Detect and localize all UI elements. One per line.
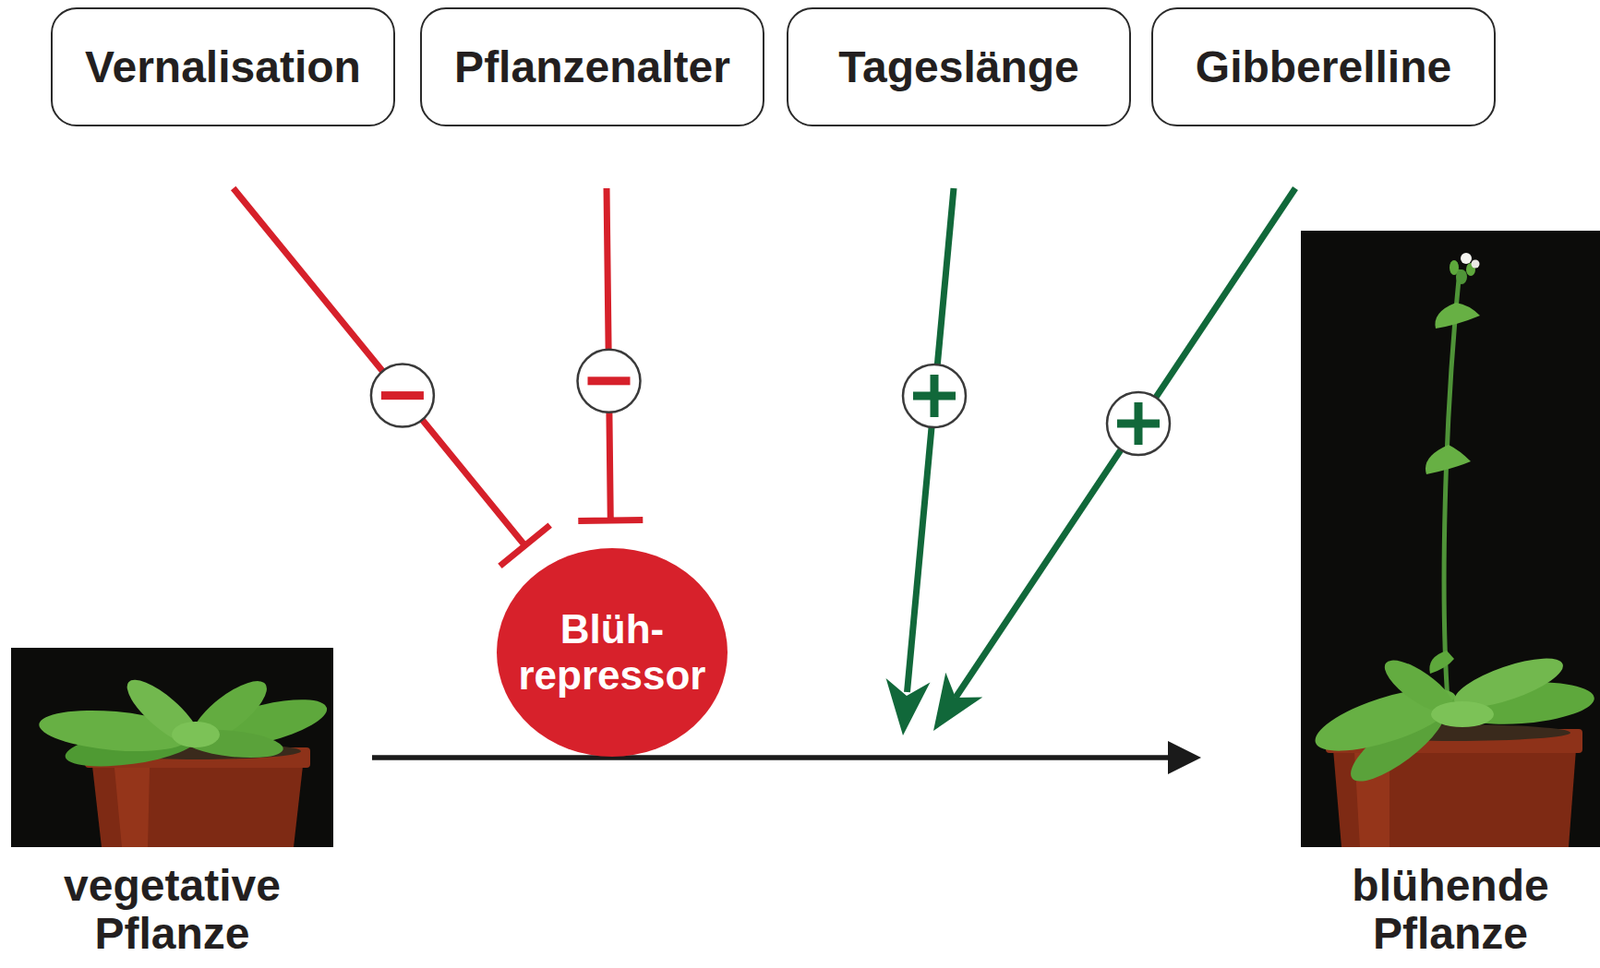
stem-leaf xyxy=(1425,445,1471,475)
promoter-line xyxy=(955,188,1296,698)
minus-bar xyxy=(381,391,424,400)
factor-box: Vernalisation xyxy=(50,7,396,127)
photo-background xyxy=(11,648,334,848)
promoter-arrow xyxy=(933,188,1296,732)
connector-group xyxy=(233,188,551,566)
inhibition-connector xyxy=(577,188,643,521)
leaf xyxy=(1431,701,1494,728)
symbol-circle xyxy=(371,364,434,428)
photo-background xyxy=(1300,230,1600,848)
factor-box: Tageslänge xyxy=(786,7,1131,127)
flower xyxy=(1460,252,1472,265)
minus-symbol xyxy=(577,349,641,413)
flower-stem xyxy=(1443,269,1460,713)
symbol-circle xyxy=(902,364,966,428)
node-label: blühende Pflanze xyxy=(1311,862,1589,959)
connector-group xyxy=(372,757,1183,759)
plant-photo-frame: vegetative Pflanze xyxy=(11,648,334,848)
pot-highlight xyxy=(114,768,150,848)
minus-symbol xyxy=(371,364,434,428)
minus-bar xyxy=(588,376,631,385)
factor-box: Pflanzenalter xyxy=(420,7,765,127)
inhibition-connector xyxy=(233,188,551,566)
flower xyxy=(1471,260,1480,269)
symbol-circle xyxy=(1106,392,1170,456)
stem-leaf xyxy=(1429,650,1455,674)
promoter-head xyxy=(886,678,931,736)
flower-bud xyxy=(1455,269,1468,285)
flowering-plant-photo xyxy=(1300,230,1600,848)
node-label: Tageslänge xyxy=(838,41,1080,93)
promoter-arrow xyxy=(886,188,954,736)
pot-body xyxy=(92,766,303,848)
node-label: vegetative Pflanze xyxy=(34,862,312,959)
leaf xyxy=(171,721,220,748)
repressor-ellipse: Blüh- repressor xyxy=(496,548,728,758)
vegetative-plant-photo xyxy=(11,648,334,848)
connector-group xyxy=(577,188,644,521)
stem-leaf xyxy=(1434,302,1480,329)
promoter-line xyxy=(907,188,955,693)
plus-bar xyxy=(930,374,939,418)
factor-box: Gibberelline xyxy=(1151,7,1496,127)
node-label: Vernalisation xyxy=(84,41,361,93)
node-label: Gibberelline xyxy=(1195,41,1452,93)
flow-arrow xyxy=(372,755,1183,761)
plus-symbol xyxy=(1106,392,1170,456)
plus-bar xyxy=(1134,402,1143,446)
plus-symbol xyxy=(902,364,966,428)
promoter-head xyxy=(933,673,983,732)
plant-photo-frame: blühende Pflanze xyxy=(1300,230,1600,848)
node-label: Blüh- repressor xyxy=(505,606,719,699)
symbol-circle xyxy=(577,349,641,413)
node-label: Pflanzenalter xyxy=(454,41,731,93)
ellipse-shape xyxy=(496,548,728,758)
